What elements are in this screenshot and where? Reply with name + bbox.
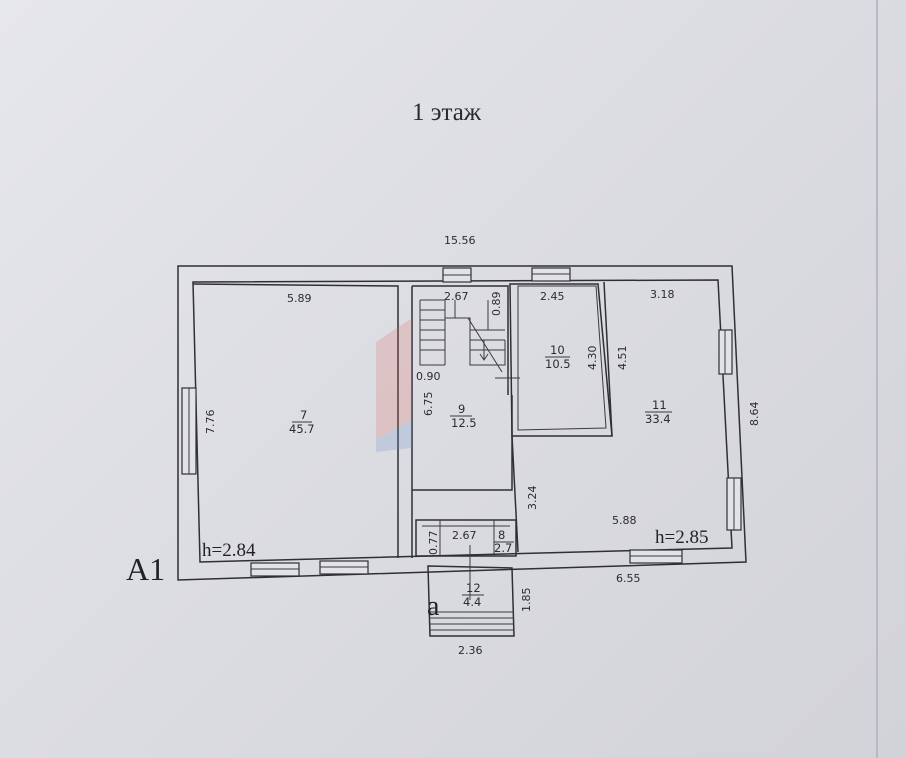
room-area: 10.5 xyxy=(545,357,571,371)
room-area: 12.5 xyxy=(451,416,477,430)
room-number: 12 xyxy=(466,581,481,595)
dim-porch-depth: 1.85 xyxy=(520,588,533,613)
room-label-10: 10 10.5 xyxy=(545,343,571,371)
room-7-outline xyxy=(192,283,399,558)
room-area: 33.4 xyxy=(645,412,671,426)
dim-overall-depth: 8.64 xyxy=(748,402,761,427)
porch-mark: a xyxy=(427,591,440,622)
watermark-shape xyxy=(376,318,412,452)
dim-stair-width: 2.67 xyxy=(444,290,469,303)
room-number: 7 xyxy=(300,408,307,422)
section-mark: A1 xyxy=(126,551,165,587)
room-number: 8 xyxy=(498,528,505,542)
paper-fold-line xyxy=(876,0,878,758)
room-number: 9 xyxy=(458,402,465,416)
height-left: h=2.84 xyxy=(202,540,256,561)
dim-room10-width: 2.45 xyxy=(540,290,565,303)
dim-stair-landing: 0.90 xyxy=(416,370,441,383)
hall-lower-wall xyxy=(412,395,513,491)
room-label-9: 9 12.5 xyxy=(450,402,477,430)
vestibule xyxy=(415,519,517,557)
right-lower-partition xyxy=(511,435,519,553)
porch xyxy=(427,545,515,637)
dim-stair-gap: 0.89 xyxy=(490,292,503,317)
windows xyxy=(181,267,742,577)
stair-block xyxy=(412,285,520,395)
dim-vestibule-width: 2.67 xyxy=(452,529,477,542)
dim-hall-depth: 6.75 xyxy=(422,392,435,417)
room-label-7: 7 45.7 xyxy=(289,408,315,436)
dim-room11-depth: 4.51 xyxy=(616,346,629,371)
room-area: 4.4 xyxy=(463,595,481,609)
room-number: 11 xyxy=(652,398,667,412)
room-label-8: 8 2.7 xyxy=(494,528,514,555)
room-label-11: 11 33.4 xyxy=(645,398,672,426)
dim-vestibule-depth: 0.77 xyxy=(427,531,440,556)
height-right: h=2.85 xyxy=(655,527,708,548)
room-number: 10 xyxy=(550,343,565,357)
dim-room7-width: 5.89 xyxy=(287,292,312,305)
room-area: 2.7 xyxy=(494,541,512,555)
dim-right-lower-depth: 3.24 xyxy=(526,486,539,511)
dim-room11-width: 3.18 xyxy=(650,288,675,301)
room-11-divider xyxy=(603,281,613,437)
dim-overall-width: 15.56 xyxy=(444,234,476,247)
dim-room7-depth: 7.76 xyxy=(204,410,217,435)
dim-right-lower-width: 5.88 xyxy=(612,514,637,527)
dim-porch-width: 2.36 xyxy=(458,644,483,657)
dim-room10-depth: 4.30 xyxy=(586,346,599,371)
room-label-12: 12 4.4 xyxy=(462,581,484,609)
dim-right-bottom-width: 6.55 xyxy=(616,572,641,585)
room-area: 45.7 xyxy=(289,422,315,436)
floor-title: 1 этаж xyxy=(412,99,482,126)
